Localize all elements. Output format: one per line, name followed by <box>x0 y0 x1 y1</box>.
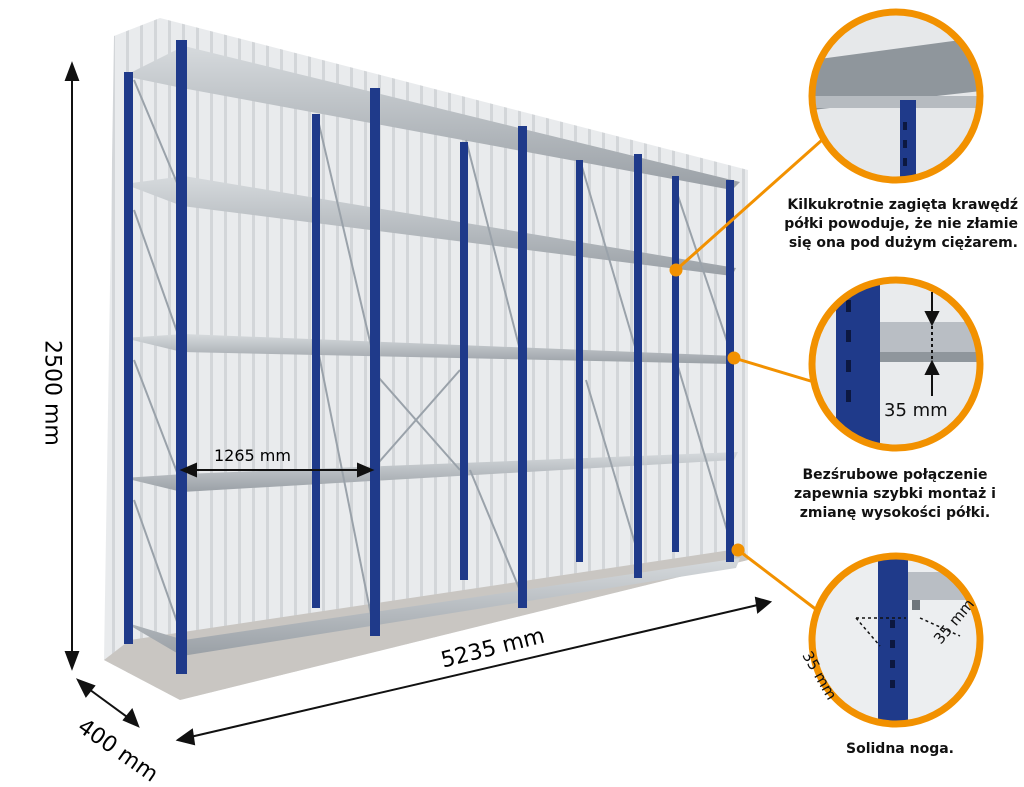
wall-backdrop <box>104 18 748 700</box>
uprights <box>124 40 734 674</box>
shelf-4 <box>124 452 738 492</box>
upright-3-front <box>518 126 527 608</box>
detail-boltless-connection <box>808 276 984 452</box>
dimension-lines <box>64 61 773 746</box>
shelving-diagram <box>64 8 984 746</box>
boltless-connection-caption: Bezśrubowe połączenie zapewnia szybki mo… <box>794 467 996 521</box>
upright-5-front <box>726 180 734 562</box>
upright-3-back <box>460 142 468 580</box>
detail-ring-2 <box>808 276 984 452</box>
connection-height-label: 35 mm <box>884 400 948 421</box>
height-dimension-label: 2500 mm <box>39 340 65 446</box>
upright-4-front <box>634 154 642 578</box>
detail-solid-leg <box>808 552 984 728</box>
callout-leaders <box>669 138 823 616</box>
upright-2-front <box>370 88 380 636</box>
shelf-edge-caption: Kilkukrotnie zagięta krawędź półki powod… <box>784 197 1018 251</box>
detail-ring-3 <box>808 552 984 728</box>
upright-5-back <box>672 176 679 552</box>
detail-ring-1 <box>808 8 984 184</box>
detail-shelf-edge <box>808 8 984 184</box>
shelf-top <box>124 46 740 190</box>
shelf-span-dimension-label: 1265 mm <box>214 446 291 465</box>
solid-leg-caption: Solidna noga. <box>846 741 954 757</box>
upright-4-back <box>576 160 583 562</box>
upright-2-back <box>312 114 320 608</box>
upright-1-front <box>176 40 187 674</box>
shelf-bottom <box>124 558 740 656</box>
upright-1-back <box>124 72 133 644</box>
cross-bracing <box>133 79 731 631</box>
width-dimension-line <box>185 603 763 739</box>
